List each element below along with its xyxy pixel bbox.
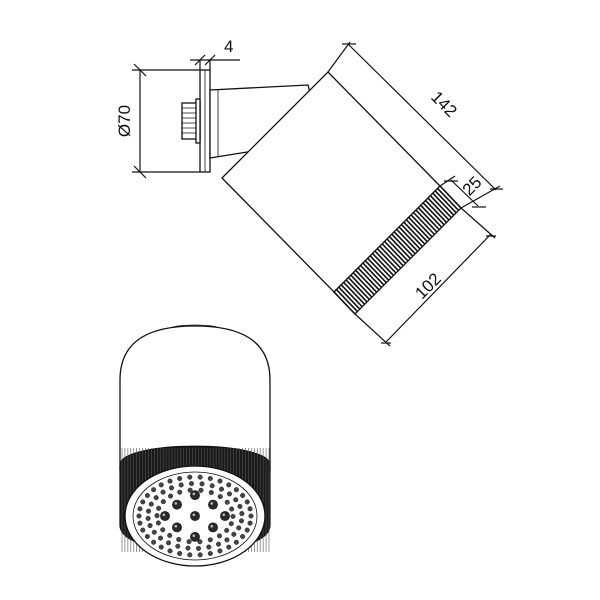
spray-nozzles (136, 474, 254, 558)
dimension-flange-diameter: Ø70 (115, 105, 134, 137)
dimension-body-diameter: 102 (411, 269, 444, 302)
knurled-ring (333, 185, 462, 315)
threaded-connector (181, 98, 201, 144)
cylinder-body (119, 325, 271, 471)
side-view (181, 69, 462, 315)
perspective-view (119, 324, 271, 567)
dimension-flange-thickness: 4 (224, 37, 233, 56)
dimension-ring-width: 25 (459, 173, 486, 200)
dimension-body-length: 142 (427, 87, 460, 120)
